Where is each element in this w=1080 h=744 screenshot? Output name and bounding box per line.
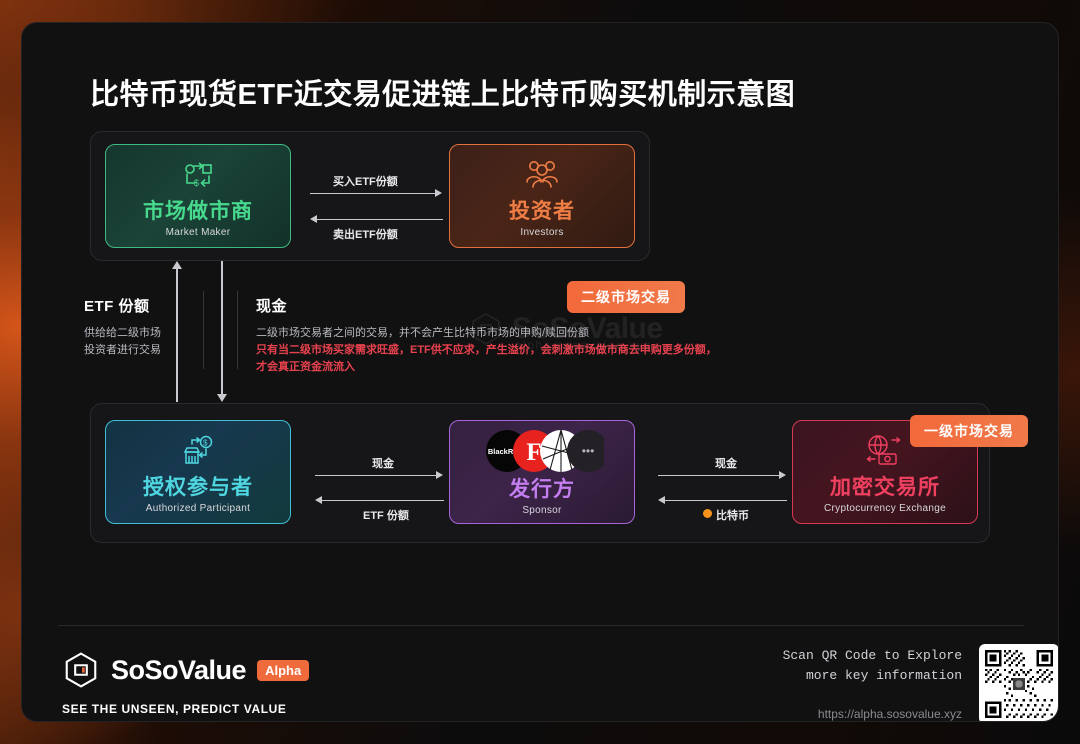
arrow-cash-right	[658, 475, 780, 476]
annotation-line-1: 供给给二级市场	[84, 327, 161, 339]
qr-code[interactable]	[979, 644, 1058, 721]
flow-label-buy-etf: 买入ETF份额	[333, 176, 398, 188]
infographic-card: 比特币现货ETF近交易促进链上比特币购买机制示意图 $ 市场做市商 Market…	[21, 22, 1059, 722]
page-title: 比特币现货ETF近交易促进链上比特币购买机制示意图	[90, 79, 796, 111]
node-market-maker[interactable]: $ 市场做市商 Market Maker	[105, 144, 291, 248]
qr-instruction-line-1: Scan QR Code to Explore	[782, 648, 962, 663]
node-authorized-participant[interactable]: $ 授权参与者 Authorized Participant	[105, 420, 291, 524]
arrow-cash-left	[315, 475, 437, 476]
connector-etf-shares-up	[176, 268, 178, 402]
alpha-badge: Alpha	[257, 659, 310, 681]
arrow-head-left	[315, 496, 322, 504]
issuer-logos-icon: BlackRock F •••	[480, 428, 604, 474]
arrow-head-left	[310, 215, 317, 223]
annotation-divider-left	[203, 291, 204, 369]
qr-instruction-line-2: more key information	[805, 668, 962, 684]
flow-label-etf-shares: ETF 份额	[363, 510, 409, 522]
annotation-warning-1: 只有当二级市场买家需求旺盛，ETF供不应求，产生溢价，会刺激市场做市商去申购更多…	[256, 344, 717, 357]
annotation-divider-right	[237, 291, 238, 369]
bitcoin-icon	[703, 509, 712, 518]
footer-divider	[58, 625, 1024, 626]
svg-text:$: $	[203, 439, 208, 448]
node-investors[interactable]: 投资者 Investors	[449, 144, 635, 248]
node-label-en: Cryptocurrency Exchange	[824, 502, 946, 514]
svg-text:$: $	[194, 178, 199, 188]
flow-label-cash-left: 现金	[372, 458, 394, 470]
arrow-buy-etf	[310, 193, 436, 194]
node-label-en: Sponsor	[522, 504, 562, 516]
circular-exchange-icon: $	[178, 154, 218, 196]
annotation-title: 现金	[256, 298, 288, 315]
globe-cash-icon	[861, 430, 909, 472]
people-group-icon	[520, 154, 564, 196]
annotation-body: 二级市场交易者之间的交易，并不会产生比特币市场的申购/赎回份额	[256, 327, 590, 339]
arrow-bitcoin	[665, 500, 787, 501]
node-label-en: Investors	[520, 226, 564, 238]
flow-label-sell-etf: 卖出ETF份额	[333, 229, 398, 241]
arrow-head-right	[436, 471, 443, 479]
store-cash-exchange-icon: $	[176, 430, 220, 472]
qr-instruction: Scan QR Code to Explore more key informa…	[740, 646, 962, 686]
node-label-cn: 投资者	[509, 200, 575, 224]
svg-text:•••: •••	[582, 444, 595, 458]
badge-secondary-market: 二级市场交易	[567, 281, 685, 313]
flow-label-cash-right: 现金	[715, 458, 737, 470]
arrow-head-left	[658, 496, 665, 504]
qr-code-image	[985, 650, 1053, 718]
node-label-cn: 发行方	[509, 478, 575, 502]
arrow-head-right	[779, 471, 786, 479]
connector-arrow-down	[217, 394, 227, 402]
sosovalue-logo-icon	[65, 652, 97, 688]
flow-label-bitcoin: 比特币	[716, 510, 749, 522]
node-label-en: Market Maker	[165, 226, 231, 238]
brand-name: SoSoValue	[111, 654, 247, 685]
connector-cash-down	[221, 261, 223, 395]
annotation-warning-2: 才会真正资金流流入	[256, 361, 355, 374]
badge-primary-market: 一级市场交易	[910, 415, 1028, 447]
node-label-cn: 授权参与者	[143, 476, 253, 500]
arrow-etf-shares	[322, 500, 444, 501]
footer-url: https://alpha.sosovalue.xyz	[817, 707, 962, 721]
node-label-cn: 加密交易所	[830, 476, 940, 500]
node-label-en: Authorized Participant	[145, 502, 251, 514]
annotation-cash: 现金 二级市场交易者之间的交易，并不会产生比特币市场的申购/赎回份额 只有当二级…	[256, 295, 906, 376]
node-sponsor[interactable]: BlackRock F ••• 发行方 Sponsor	[449, 420, 635, 524]
brand-tagline: SEE THE UNSEEN, PREDICT VALUE	[62, 702, 287, 716]
svg-text:F: F	[526, 439, 541, 466]
connector-arrow-up	[172, 261, 182, 269]
arrow-sell-etf	[317, 219, 443, 220]
arrow-head-right	[435, 189, 442, 197]
annotation-etf-shares: ETF 份额 供给给二级市场 投资者进行交易	[84, 295, 194, 359]
svg-text:BlackRock: BlackRock	[488, 447, 527, 456]
annotation-title: ETF 份额	[84, 298, 150, 315]
node-label-cn: 市场做市商	[143, 200, 253, 224]
annotation-line-2: 投资者进行交易	[84, 344, 161, 357]
brand: SoSoValue Alpha	[62, 651, 310, 689]
